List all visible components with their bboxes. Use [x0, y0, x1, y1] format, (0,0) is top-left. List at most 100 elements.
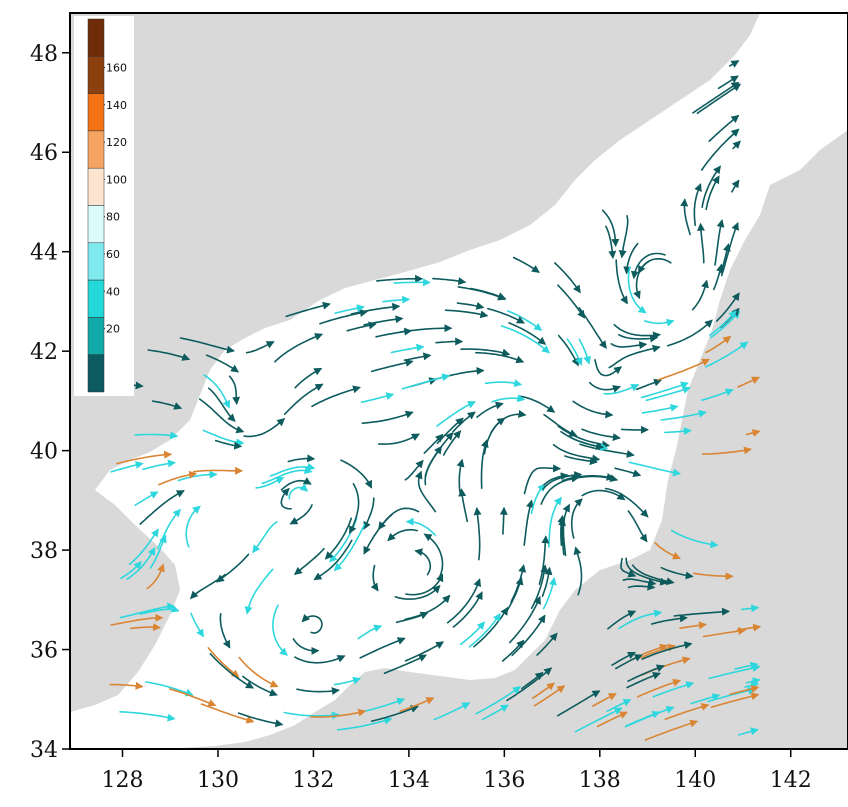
streamline [508, 322, 547, 345]
streamline [670, 529, 719, 549]
streamline [336, 716, 393, 731]
streamline [208, 387, 236, 422]
streamline [564, 455, 598, 466]
streamline [627, 266, 647, 314]
x-tick-label: 134 [388, 768, 430, 793]
streamline [116, 450, 173, 465]
streamline [625, 710, 661, 727]
streamline [541, 566, 553, 597]
streamline [288, 483, 309, 500]
streamline [435, 337, 464, 346]
streamline [626, 671, 661, 689]
streamline [628, 461, 681, 477]
streamline [120, 561, 142, 580]
streamline [660, 566, 694, 580]
streamline [261, 466, 313, 485]
streamline [245, 341, 275, 354]
colorbar-label: 100 [106, 173, 127, 186]
streamline [394, 584, 441, 600]
streamline [129, 623, 161, 631]
colorbar-label: 160 [106, 61, 127, 74]
colorbar-label: 80 [106, 211, 120, 224]
streamline [620, 557, 637, 578]
streamline [737, 376, 760, 388]
y-tick-label: 40 [30, 440, 58, 465]
streamline [436, 401, 476, 427]
streamline [414, 470, 437, 513]
colorbar-label: 40 [106, 285, 120, 298]
x-tick-label: 138 [579, 768, 621, 793]
streamline [142, 459, 176, 471]
streamline [340, 459, 372, 489]
streamline [705, 175, 720, 211]
y-tick-label: 44 [30, 241, 58, 266]
streamline [404, 459, 424, 481]
streamline [531, 682, 555, 699]
streamline [460, 348, 511, 357]
streamline [313, 539, 353, 581]
streamline [660, 409, 707, 421]
streamline [713, 263, 724, 291]
streamline [255, 476, 285, 489]
streamline [705, 335, 732, 354]
colorbar-label: 20 [106, 323, 120, 336]
streamline [500, 325, 551, 354]
streamline [128, 528, 159, 566]
streamline [745, 429, 761, 437]
streamline [572, 400, 614, 419]
streamline [643, 318, 675, 327]
y-tick-label: 42 [30, 340, 58, 365]
streamline [292, 638, 320, 655]
streamline [633, 260, 651, 300]
y-tick-label: 48 [30, 42, 58, 67]
streamline [139, 490, 185, 525]
colorbar-swatch [87, 18, 105, 57]
streamline [578, 338, 591, 365]
streamline [126, 546, 156, 580]
colorbar-swatch [87, 317, 105, 355]
plot-frame [69, 12, 848, 750]
streamline [640, 381, 689, 399]
streamline [732, 140, 741, 150]
streamline [708, 664, 761, 680]
streamline [741, 604, 760, 613]
streamline [294, 367, 323, 389]
streamline [475, 351, 525, 364]
colorbar-swatch [87, 167, 105, 206]
x-tick-label: 142 [770, 768, 812, 793]
streamline [499, 506, 508, 535]
streamline [702, 627, 747, 638]
streamline [382, 295, 411, 304]
streamline [657, 358, 711, 381]
streamline [693, 572, 734, 581]
streamline [518, 395, 556, 413]
streamline [294, 655, 346, 664]
streamline [228, 375, 241, 405]
streamline [640, 643, 676, 659]
streamline [433, 702, 471, 721]
streamline [523, 499, 534, 546]
streamline [446, 578, 482, 624]
streamline [376, 274, 424, 283]
streamline [272, 604, 288, 656]
streamline [436, 417, 464, 445]
streamline [558, 517, 567, 556]
streamline [360, 392, 395, 403]
streamline [627, 510, 648, 543]
streamline [192, 466, 244, 475]
streamline [361, 410, 414, 424]
streamline [641, 643, 668, 656]
streamline [530, 483, 546, 515]
streamline [423, 533, 444, 580]
streamline [404, 594, 451, 621]
x-tick-label: 136 [483, 768, 525, 793]
streamline [666, 319, 713, 347]
streamline [523, 464, 562, 495]
colorbar-swatch [87, 56, 105, 94]
streamline [484, 379, 523, 387]
streamline [692, 81, 740, 114]
streamline [542, 577, 557, 610]
streamline [611, 651, 636, 666]
